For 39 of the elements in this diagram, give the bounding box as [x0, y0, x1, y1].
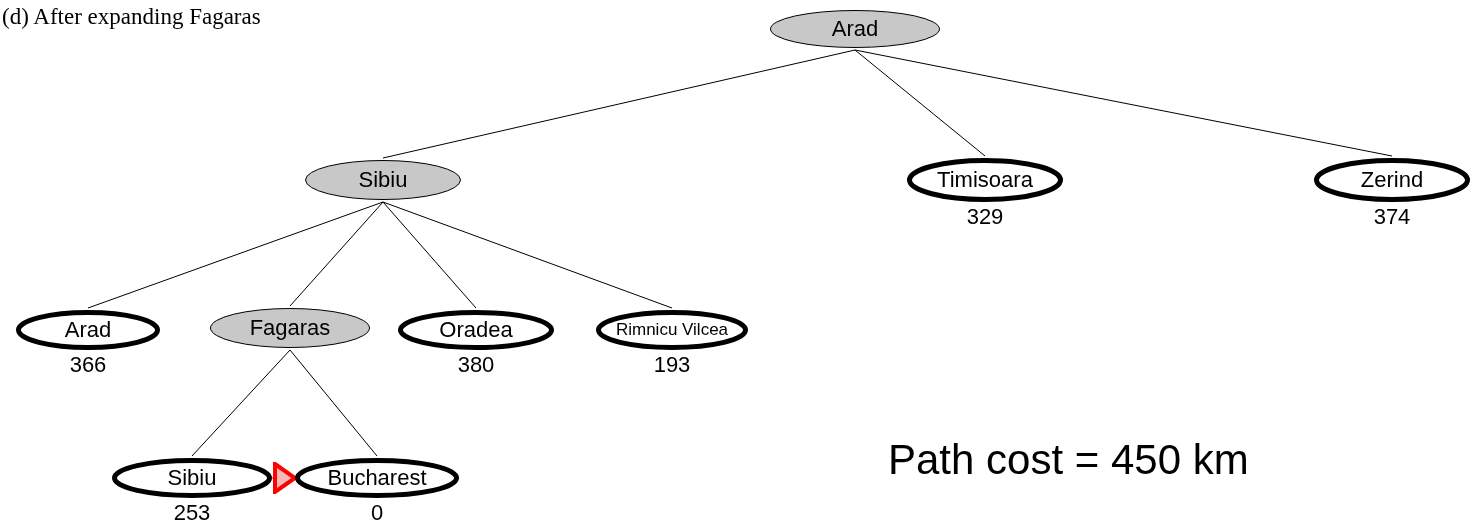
- cost-label: 380: [457, 352, 495, 378]
- path-cost-text: Path cost = 450 km: [888, 436, 1249, 484]
- city-name: Timisoara: [937, 167, 1033, 193]
- city-name: Sibiu: [358, 167, 408, 193]
- tree-edge: [289, 349, 378, 457]
- tree-edge: [191, 349, 291, 457]
- expanded-node-ellipse: [210, 308, 370, 348]
- city-name: Zerind: [1360, 167, 1424, 193]
- cost-label: 329: [966, 204, 1004, 230]
- cost-label: 366: [69, 352, 107, 378]
- city-name: Sibiu: [167, 465, 217, 491]
- tree-edge: [87, 201, 384, 309]
- city-name: Arad: [64, 317, 112, 343]
- frontier-node-ellipse: [398, 310, 554, 350]
- diagram-title: (d) After expanding Fagaras: [2, 4, 261, 30]
- frontier-node-ellipse: [1314, 158, 1470, 202]
- frontier-node-ellipse: [112, 458, 272, 498]
- cost-label: 253: [173, 500, 211, 526]
- cost-label: 0: [370, 500, 384, 526]
- pointer-arrow: [271, 462, 297, 494]
- city-name: Rimnicu Vilcea: [615, 320, 729, 340]
- city-name: Oradea: [439, 317, 513, 343]
- tree-edge: [382, 49, 856, 159]
- tree-edge: [854, 49, 986, 157]
- tree-edge: [382, 201, 477, 309]
- tree-edge: [382, 201, 673, 309]
- city-name: Arad: [831, 16, 879, 42]
- expanded-node-ellipse: [770, 10, 940, 48]
- cost-label: 374: [1373, 204, 1411, 230]
- tree-edge: [854, 49, 1393, 157]
- city-name: Bucharest: [327, 465, 427, 491]
- tree-edge: [289, 201, 384, 307]
- city-name: Fagaras: [249, 315, 331, 341]
- expanded-node-ellipse: [305, 160, 461, 200]
- frontier-node-ellipse: [907, 158, 1063, 202]
- cost-label: 193: [653, 352, 691, 378]
- frontier-node-ellipse: [295, 458, 459, 498]
- frontier-node-ellipse: [16, 310, 160, 350]
- frontier-node-ellipse: [596, 310, 748, 350]
